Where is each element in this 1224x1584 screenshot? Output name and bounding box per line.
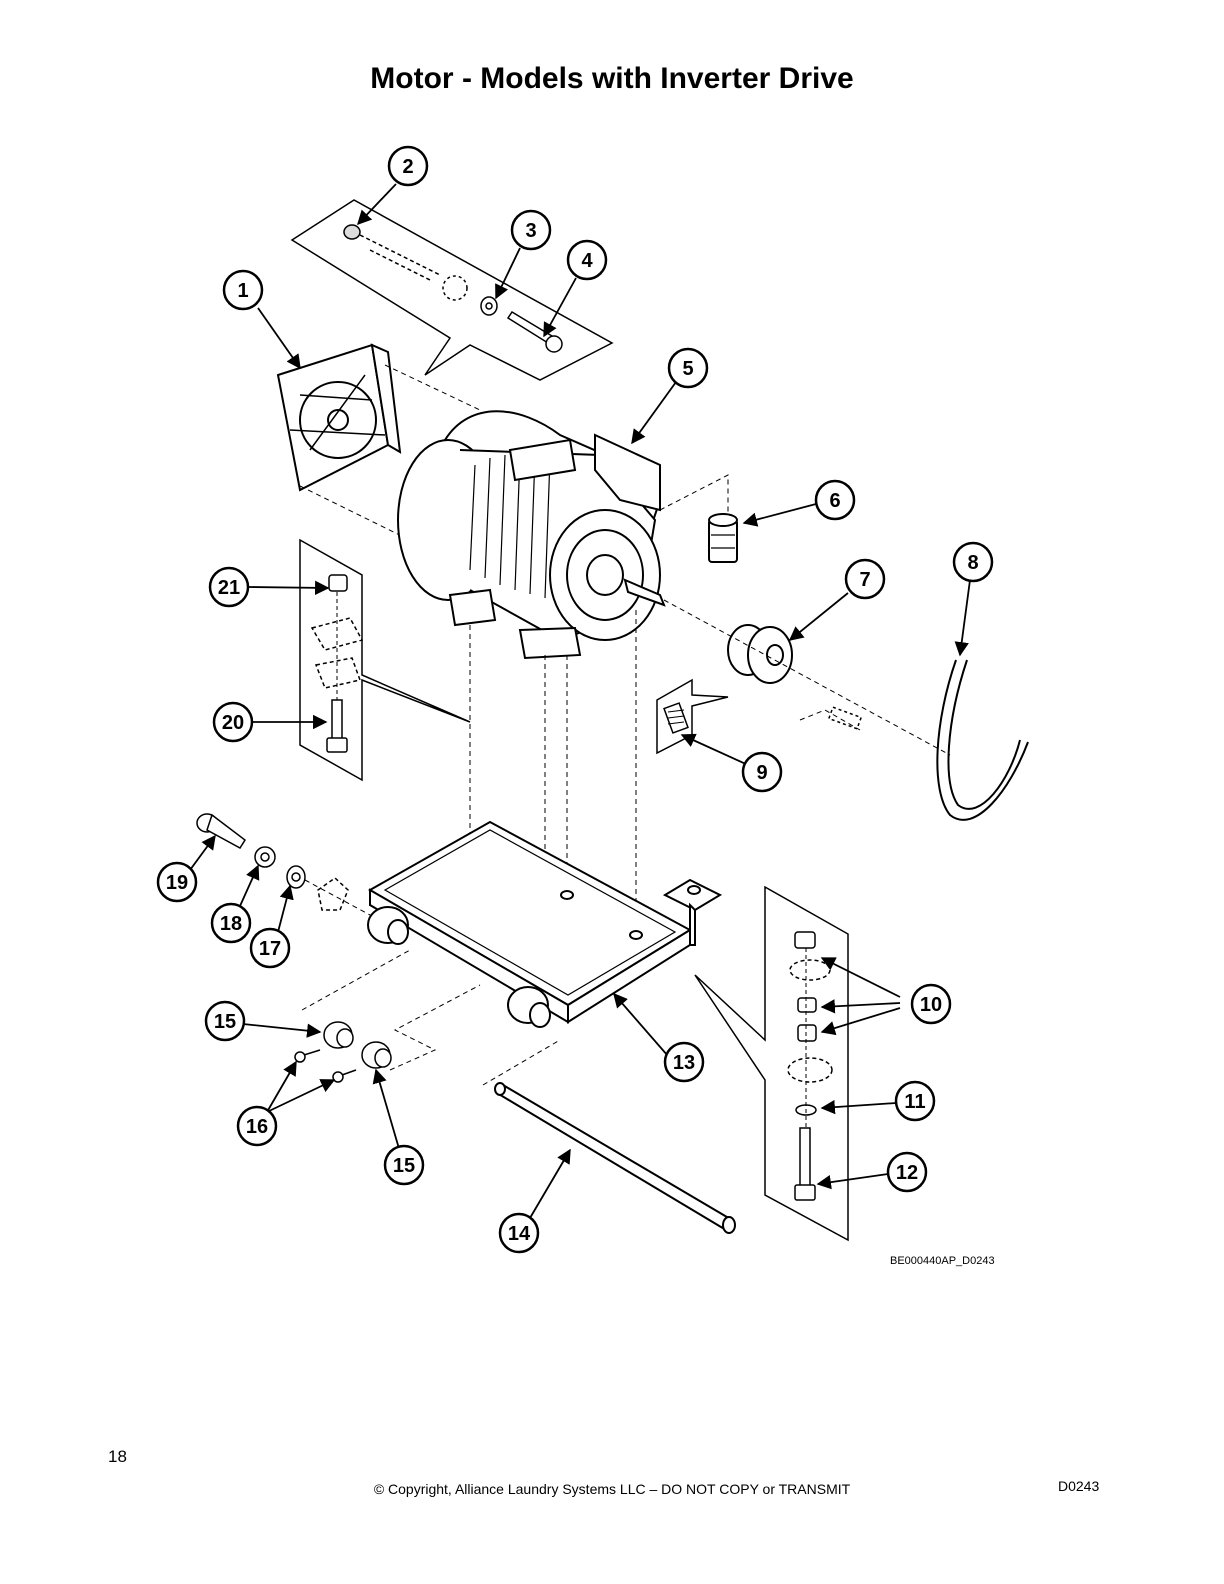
svg-text:15: 15 [214,1011,236,1033]
pivot-rod [494,1082,736,1234]
callout-6: 6 [814,479,856,521]
svg-text:16: 16 [246,1116,268,1138]
callout-15b: 15 [383,1144,425,1186]
svg-text:6: 6 [829,490,840,512]
motor-base-plate [367,820,723,1028]
motor-pulley [727,624,793,684]
callout-16: 16 [236,1105,278,1147]
page-title: Motor - Models with Inverter Drive [370,62,854,95]
callout-19: 19 [156,861,198,903]
pivot-bolt-parts [196,813,349,911]
cord-connector [708,513,738,563]
svg-text:13: 13 [673,1052,695,1074]
svg-text:2: 2 [402,156,413,178]
detail-panel-adjust-bolt [694,885,849,1242]
callout-7: 7 [844,558,886,600]
spacer-parts [294,1021,392,1083]
callout-8: 8 [952,541,994,583]
callout-20: 20 [212,701,254,743]
drive-belt [936,659,1029,821]
copyright-notice: © Copyright, Alliance Laundry Systems LL… [373,1481,851,1497]
svg-text:19: 19 [166,872,188,894]
cooling-fan [276,343,402,492]
svg-text:21: 21 [218,577,240,599]
svg-text:1: 1 [237,280,248,302]
callout-17: 17 [249,927,291,969]
mount-bolt-parts [310,574,364,753]
callout-2: 2 [387,145,429,187]
fan-screw-parts [343,224,563,353]
svg-text:18: 18 [220,913,242,935]
page-number: 18 [108,1447,127,1466]
detail-panel-setscrew [656,678,729,755]
callout-12: 12 [886,1151,928,1193]
callout-14: 14 [498,1212,540,1254]
document-code: D0243 [1058,1478,1100,1494]
svg-text:14: 14 [508,1223,531,1245]
callout-5: 5 [667,347,709,389]
svg-text:4: 4 [581,250,593,272]
svg-text:3: 3 [525,220,536,242]
detail-panel-fan-screws [290,199,614,381]
set-screw [663,702,689,734]
callout-21: 21 [208,566,250,608]
callout-11: 11 [894,1080,936,1122]
svg-text:9: 9 [756,762,767,784]
svg-text:20: 20 [222,712,244,734]
figure-reference: BE000440AP_D0243 [890,1255,995,1267]
svg-text:7: 7 [859,569,870,591]
callout-10: 10 [910,983,952,1025]
adjust-bolt-parts [787,931,833,1201]
callout-18: 18 [210,902,252,944]
callout-1: 1 [222,269,264,311]
svg-text:10: 10 [920,994,942,1016]
callout-13: 13 [663,1041,705,1083]
svg-text:12: 12 [896,1162,918,1184]
detail-panel-mount-bolt [299,538,471,782]
callout-15a: 15 [204,1000,246,1042]
callout-9: 9 [741,751,783,793]
svg-text:11: 11 [904,1091,925,1113]
callout-4: 4 [566,239,608,281]
svg-text:5: 5 [682,358,693,380]
svg-text:15: 15 [393,1155,415,1177]
motor [397,410,666,660]
svg-text:17: 17 [259,938,281,960]
svg-text:8: 8 [967,552,978,574]
callout-3: 3 [510,209,552,251]
